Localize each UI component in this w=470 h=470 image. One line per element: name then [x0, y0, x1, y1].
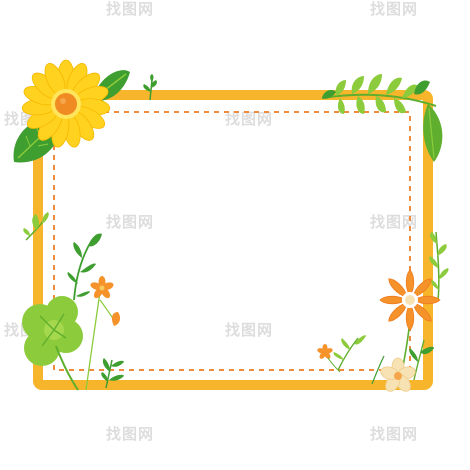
clover-decoration: [22, 233, 124, 391]
sprig-icon: [23, 212, 49, 241]
leaf-icon: [423, 104, 443, 162]
watermark-text: 找图网: [370, 425, 418, 443]
small-orange-flower-icon: [90, 276, 114, 299]
inner-dashed-border: [53, 111, 411, 371]
watermark-text: 找图网: [370, 213, 418, 231]
watermark-text: 找图网: [225, 321, 273, 339]
watermark-text: 找图网: [106, 0, 154, 18]
sprig-icon: [429, 231, 449, 301]
watermark-text: 找图网: [225, 110, 273, 128]
orange-flower-icon: [379, 269, 441, 331]
tiny-orange-flower-icon: [317, 344, 333, 359]
watermark-text: 找图网: [106, 425, 154, 443]
sprig-icon: [143, 74, 157, 101]
clover-icon: [22, 296, 83, 366]
watermark-text: 找图网: [106, 213, 154, 231]
pale-flower-icon: [380, 357, 416, 392]
orange-flower-decoration: [317, 269, 441, 392]
sunflower-decoration: [13, 59, 130, 163]
outer-frame-border: [33, 90, 433, 390]
fern-branch-decoration: [321, 74, 443, 162]
watermark-text: 找图网: [370, 0, 418, 18]
sunflower-icon: [21, 59, 111, 148]
